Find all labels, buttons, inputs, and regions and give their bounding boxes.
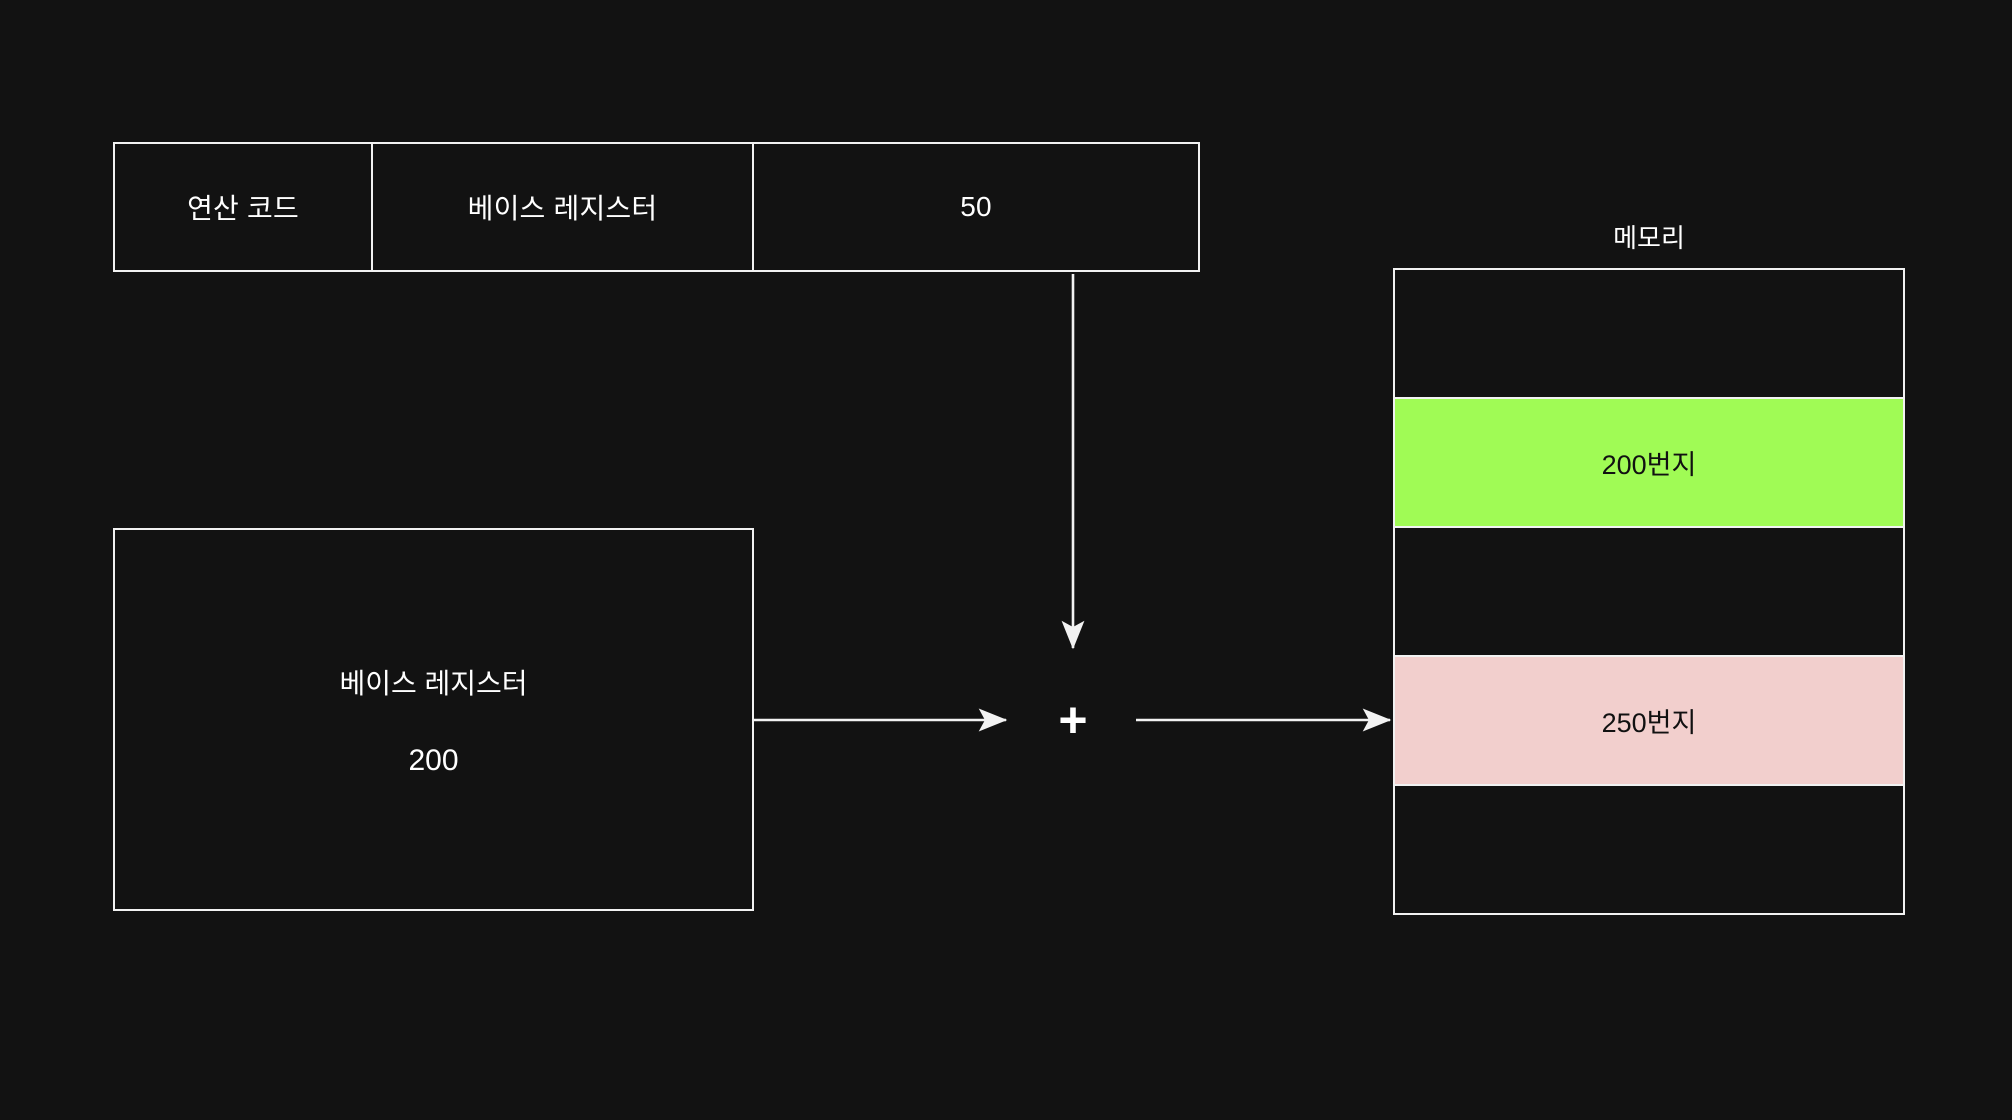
memory-row-address-250: 250번지 [1395,655,1903,784]
memory-row-label: 250번지 [1601,708,1697,738]
memory-box: 200번지 250번지 [1393,268,1905,915]
adder-plus-symbol: + [1058,692,1088,748]
memory-row [1395,784,1903,913]
base-register-field-label: 베이스 레지스터 [467,193,658,224]
opcode-label: 연산 코드 [187,193,299,224]
instruction-cell-opcode: 연산 코드 [115,144,371,270]
memory-row-label: 200번지 [1601,450,1697,480]
instruction-cell-displacement: 50 [754,144,1198,270]
base-register-box: 베이스 레지스터 200 [113,528,754,911]
base-register-title: 베이스 레지스터 [339,667,528,699]
base-register-value: 200 [408,743,459,777]
instruction-cell-base-register: 베이스 레지스터 [371,144,754,270]
instruction-word-box: 연산 코드 베이스 레지스터 50 [113,142,1200,272]
memory-row [1395,526,1903,655]
displacement-value: 50 [960,191,992,222]
memory-row-address-200: 200번지 [1395,397,1903,526]
memory-row [1395,270,1903,397]
memory-label: 메모리 [1613,223,1685,253]
